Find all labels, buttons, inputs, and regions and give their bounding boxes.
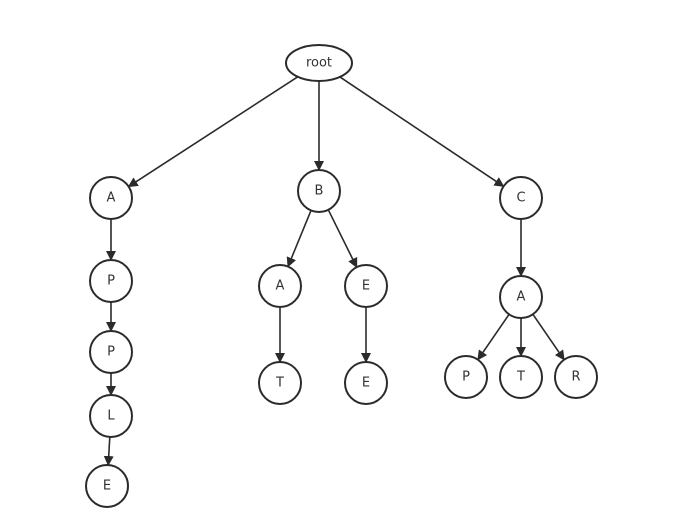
edge-l1-to-e1 [103,436,114,467]
edge-a3-to-p3 [477,313,510,361]
node-p3: P [444,355,488,399]
node-l1: L [89,394,133,438]
node-t1-shape [258,361,302,405]
node-p1: P [89,259,133,303]
node-a1-label: A [107,191,116,206]
node-p1-label: P [107,274,115,289]
node-p3-label: P [462,370,470,385]
node-p1-shape [89,259,133,303]
edge-b1-to-a2 [286,210,312,268]
node-e1-label: E [103,479,111,494]
node-e2: E [344,264,388,308]
node-t2: T [499,355,543,399]
node-e3-shape [344,361,388,405]
node-b1-label: B [315,184,324,199]
node-p2-shape [89,330,133,374]
node-a3-label: A [517,290,526,305]
node-l1-label: L [107,409,115,424]
node-t2-label: T [516,370,525,385]
node-a2-label: A [276,279,285,294]
node-e3-label: E [362,376,370,391]
node-a3: A [499,275,543,319]
edge-layer [103,76,565,467]
node-e3: E [344,361,388,405]
node-c1: C [499,176,543,220]
node-t2-shape [499,355,543,399]
node-e1-shape [85,464,129,508]
node-p2: P [89,330,133,374]
node-a2-shape [258,264,302,308]
node-root-shape [285,44,353,82]
node-a2: A [258,264,302,308]
node-e2-shape [344,264,388,308]
edge-root-to-a1 [127,76,299,188]
node-c1-label: C [516,191,525,206]
node-t1-label: T [275,376,284,391]
node-p3-shape [444,355,488,399]
node-l1-shape [89,394,133,438]
node-r1-label: R [571,370,580,385]
node-root-label: root [306,56,332,71]
edge-b1-to-e2 [327,209,358,269]
node-a1-shape [89,176,133,220]
node-r1-shape [554,355,598,399]
node-p2-label: P [107,345,115,360]
edge-root-to-c1 [339,76,505,187]
node-b1-shape [297,169,341,213]
node-b1: B [297,169,341,213]
node-a3-shape [499,275,543,319]
node-r1: R [554,355,598,399]
node-a1: A [89,176,133,220]
node-e2-label: E [362,279,370,294]
node-t1: T [258,361,302,405]
edge-a3-to-r1 [532,313,565,361]
node-c1-shape [499,176,543,220]
node-root: root [285,44,353,82]
node-e1: E [85,464,129,508]
